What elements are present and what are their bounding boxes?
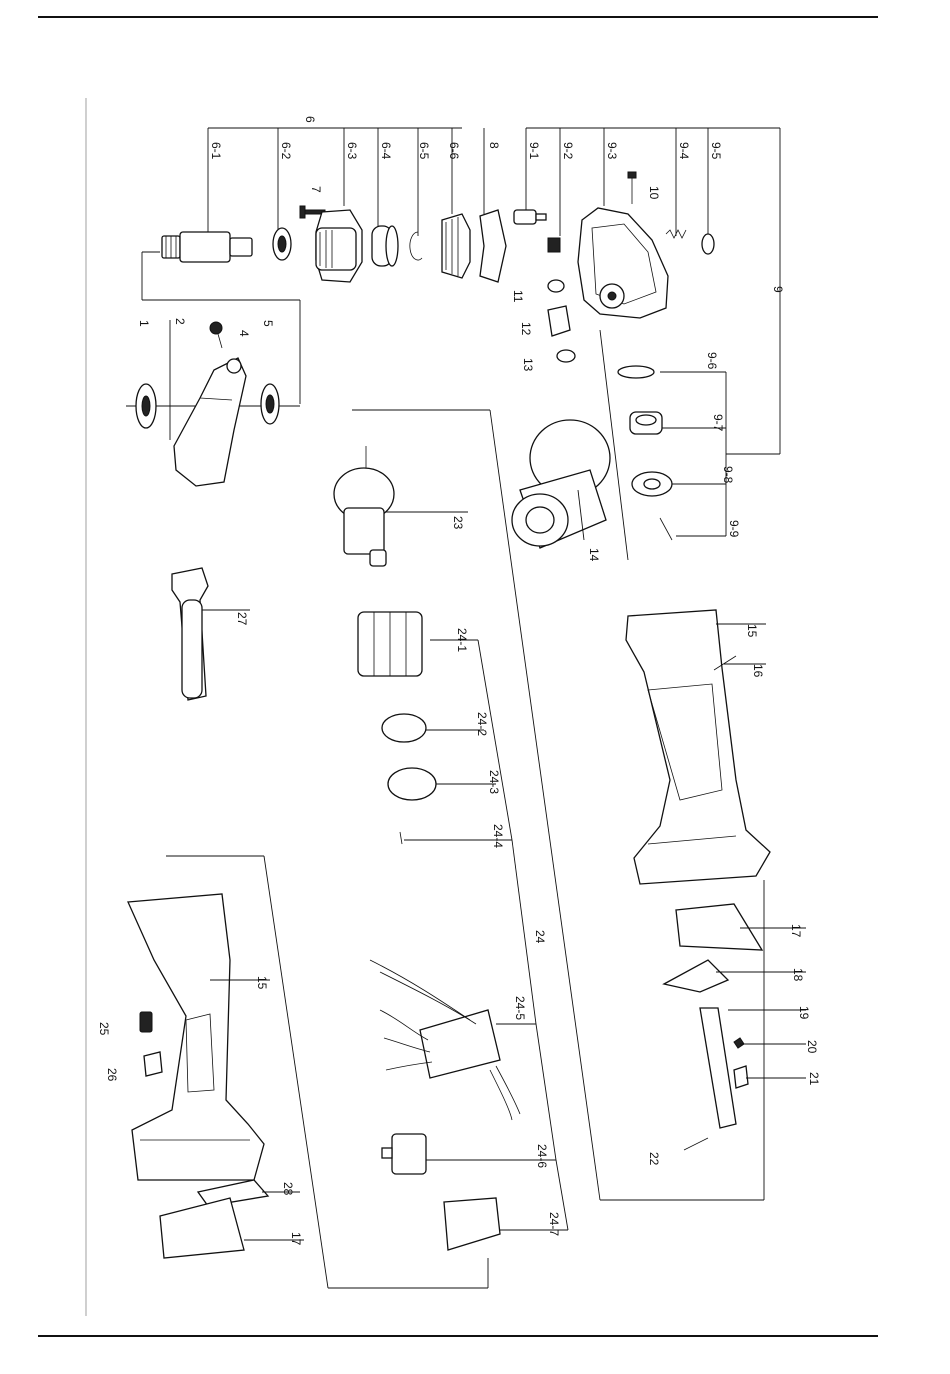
flange-1: [136, 384, 156, 428]
part-label-p24-5: 24-5: [513, 996, 527, 1020]
part-label-p6-5: 6-5: [417, 142, 431, 160]
part-label-p18: 18: [791, 968, 805, 982]
part-label-p26: 26: [105, 1068, 119, 1082]
part-label-p11: 11: [511, 290, 525, 303]
part-label-p22: 22: [647, 1152, 661, 1166]
latch-21: [734, 1066, 748, 1088]
part-label-p9: 9: [771, 286, 785, 293]
insulator-24-3: [388, 768, 436, 800]
part-label-p6: 6: [303, 116, 317, 123]
screw-24-4: [400, 832, 402, 844]
part-label-p21: 21: [807, 1072, 821, 1086]
part-label-p6-1: 6-1: [209, 142, 223, 160]
plate-9-8: [632, 472, 672, 496]
washer-13: [557, 350, 575, 362]
bearing-9-7: [630, 412, 662, 434]
part-label-p15a: 15: [745, 624, 759, 638]
part-label-p14: 14: [587, 548, 601, 562]
part-label-p16: 16: [751, 664, 765, 678]
pad-28: [198, 1180, 268, 1206]
cover-17-right: [676, 904, 762, 950]
screw-9-9: [660, 518, 672, 540]
part-label-p6-3: 6-3: [345, 142, 359, 160]
part-label-p19: 19: [797, 1006, 811, 1020]
gasket-8: [480, 210, 506, 282]
plate-19: [700, 1008, 736, 1128]
part-label-p17b: 17: [289, 1232, 303, 1246]
part-label-p24: 24: [533, 930, 547, 944]
part-label-p1: 1: [137, 320, 151, 327]
spring-9-2: [548, 238, 560, 252]
circlip-6-5: [410, 232, 422, 260]
part-label-p6-2: 6-2: [279, 142, 293, 160]
terminal-24-7: [444, 1198, 500, 1250]
wrench-27: [172, 568, 208, 700]
part-label-p24-3: 24-3: [487, 770, 501, 794]
bevel-gear-6-6: [442, 214, 470, 278]
group-6-bracket: [126, 128, 484, 406]
part-label-p2: 2: [173, 318, 187, 325]
controller-24-5: [370, 960, 520, 1120]
part-label-p9-3: 9-3: [605, 142, 619, 160]
part-label-p9-6: 9-6: [705, 352, 719, 370]
part-label-p24-6: 24-6: [535, 1144, 549, 1168]
pin-22: [684, 1138, 708, 1150]
switch-24-6: [382, 1134, 426, 1174]
part-label-p8: 8: [487, 142, 501, 149]
spindle-part: [162, 232, 252, 262]
spring-20: [734, 1038, 744, 1048]
part-label-p10: 10: [647, 186, 661, 200]
part-label-p9-4: 9-4: [677, 142, 691, 160]
part-label-p25: 25: [97, 1022, 111, 1036]
part-label-p13: 13: [521, 358, 535, 372]
washer-6-2: [273, 228, 291, 260]
part-label-p9-5: 9-5: [709, 142, 723, 160]
part-label-p24-1: 24-1: [455, 628, 469, 652]
flange-5: [261, 384, 279, 424]
screw-10: [628, 172, 636, 204]
part-label-p6-6: 6-6: [447, 142, 461, 160]
part-label-p9-9: 9-9: [727, 520, 741, 538]
part-label-p23: 23: [451, 516, 465, 530]
part-label-p27: 27: [235, 612, 249, 626]
gear-housing-9-3: [578, 208, 668, 318]
part-label-p17a: 17: [789, 924, 803, 938]
part-label-p9-2: 9-2: [561, 142, 575, 160]
armature-23: [334, 446, 394, 566]
o-ring-9-6: [618, 366, 654, 378]
nut-11: [548, 280, 564, 292]
cover-17-left: [160, 1198, 244, 1258]
bearing-housing-6-3: [316, 210, 362, 282]
part-label-p5: 5: [261, 320, 275, 327]
wheel-guard-2: [174, 358, 246, 486]
part-label-p6-4: 6-4: [379, 142, 393, 160]
badge-26: [144, 1052, 162, 1076]
part-label-p24-7: 24-7: [547, 1212, 561, 1236]
motor-housing-15-left: [128, 894, 264, 1180]
pinion-12: [548, 306, 570, 336]
part-label-p28: 28: [281, 1182, 295, 1196]
part-label-p9-8: 9-8: [721, 466, 735, 484]
motor-housing-15-right: [626, 610, 770, 884]
part-label-p9-7: 9-7: [711, 414, 725, 432]
part-label-p24-2: 24-2: [475, 712, 489, 736]
part-label-p15b: 15: [255, 976, 269, 990]
insulator-24-2: [382, 714, 426, 742]
stator-24-1: [358, 612, 422, 676]
part-label-p7: 7: [309, 186, 323, 193]
side-handle-14: [512, 420, 610, 548]
part-label-p4: 4: [237, 330, 251, 337]
knob-4: [210, 322, 222, 348]
pad-18: [664, 960, 728, 992]
part-label-p12: 12: [519, 322, 533, 336]
button-9-5: [702, 234, 714, 254]
part-label-p24-4: 24-4: [491, 824, 505, 848]
part-label-p20: 20: [805, 1040, 819, 1054]
badge-25: [140, 1012, 152, 1032]
bearing-6-4: [372, 226, 398, 266]
pin-9-1: [514, 210, 546, 224]
part-label-p9-1: 9-1: [527, 142, 541, 160]
